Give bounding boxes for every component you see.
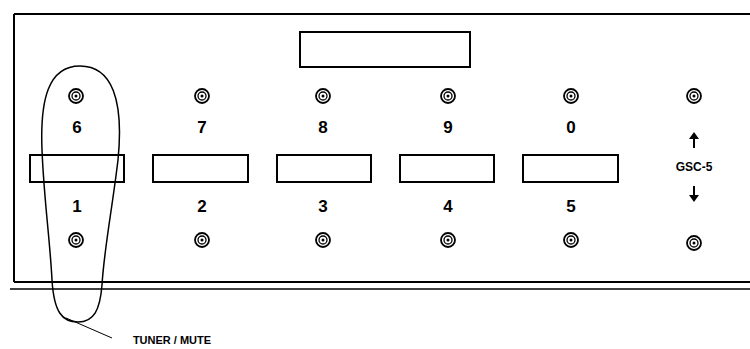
up-arrow-head (689, 132, 699, 139)
switch-number: 7 (197, 119, 206, 138)
switch-number: 6 (72, 119, 81, 138)
foot-outline (42, 66, 120, 322)
footswitch-outer (69, 89, 83, 103)
footswitch-outer (69, 233, 83, 247)
down-arrow (693, 186, 695, 196)
footswitch-inner (690, 239, 698, 247)
footswitch-inner (72, 236, 80, 244)
footswitch-dot (693, 242, 696, 245)
switch-number: 3 (318, 198, 327, 217)
footswitch-inner (319, 236, 327, 244)
footswitch-dot (447, 239, 450, 242)
footswitch-outer (316, 233, 330, 247)
footswitch-inner (567, 92, 575, 100)
panel-base-line (10, 288, 750, 290)
switch-number: 4 (443, 198, 452, 217)
footswitch-group (69, 89, 701, 250)
function-label: TUNER / MUTE (133, 334, 211, 346)
footswitch-outer (195, 233, 209, 247)
led-window (277, 155, 371, 182)
switch-number: 2 (197, 198, 206, 217)
footswitch-dot (75, 95, 78, 98)
footswitch-inner (72, 92, 80, 100)
footswitch-dot (322, 95, 325, 98)
switch-number: 9 (443, 119, 452, 138)
footswitch-dot (570, 95, 573, 98)
led-window (400, 155, 494, 182)
footswitch-inner (198, 236, 206, 244)
footswitch-inner (690, 92, 698, 100)
footswitch-inner (444, 236, 452, 244)
led-window (153, 155, 248, 182)
footswitch-inner (198, 92, 206, 100)
switch-number: 8 (318, 119, 327, 138)
footswitch-inner (444, 92, 452, 100)
footswitch-outer (564, 89, 578, 103)
footswitch-outer (316, 89, 330, 103)
switch-number: 0 (566, 119, 575, 138)
footswitch-dot (201, 239, 204, 242)
footswitch-dot (201, 95, 204, 98)
leader-line (66, 318, 112, 338)
footswitch-dot (447, 95, 450, 98)
footswitch-outer (687, 89, 701, 103)
switch-number: 1 (72, 198, 81, 217)
footswitch-inner (319, 92, 327, 100)
footswitch-dot (322, 239, 325, 242)
panel-border (14, 14, 750, 282)
footswitch-dot (570, 239, 573, 242)
up-arrow (693, 138, 695, 148)
footswitch-dot (693, 95, 696, 98)
led-window (523, 155, 618, 182)
model-name: GSC-5 (676, 161, 713, 174)
switch-number: 5 (566, 198, 575, 217)
footswitch-outer (195, 89, 209, 103)
footswitch-inner (567, 236, 575, 244)
footswitch-outer (441, 233, 455, 247)
footswitch-outer (687, 236, 701, 250)
footswitch-outer (441, 89, 455, 103)
down-arrow-head (689, 195, 699, 202)
display-window (300, 32, 470, 67)
footswitch-dot (75, 239, 78, 242)
footswitch-outer (564, 233, 578, 247)
